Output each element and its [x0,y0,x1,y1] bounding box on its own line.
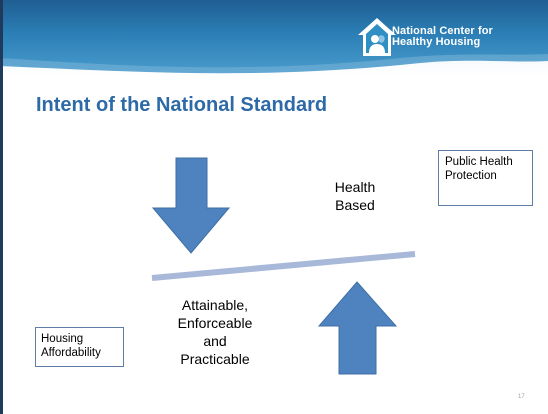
header-background [0,0,548,75]
left-border [0,0,3,414]
attainable-line-2: Enforceable [177,315,253,331]
health-line-1: Health [334,179,376,195]
housing-line-1: Housing [41,333,84,345]
house-icon [358,18,396,56]
public-health-line-2: Protection [445,170,497,182]
attainable-line-3: and [203,333,227,349]
balance-beam [151,251,416,281]
public-health-box: Public Health Protection [438,150,533,206]
housing-affordability-box: Housing Affordability [35,327,124,367]
housing-line-2: Affordability [41,347,101,359]
page-number: 17 [518,394,525,400]
down-arrow [151,157,231,254]
slide-title: Intent of the National Standard [36,94,328,116]
health-line-2: Based [335,197,375,213]
health-based-label: Health Based [315,178,395,214]
attainable-label: Attainable, Enforceable and Practicable [150,296,280,368]
up-arrow [317,281,398,375]
logo-line-1: National Center for [392,25,493,37]
header-band: National Center for Healthy Housing [0,0,548,75]
logo-text: National Center for Healthy Housing [392,26,493,48]
logo-line-2: Healthy Housing [392,36,481,48]
public-health-line-1: Public Health [445,156,513,168]
logo: National Center for Healthy Housing [355,16,515,60]
attainable-line-4: Practicable [180,351,250,367]
attainable-line-1: Attainable, [181,297,249,313]
